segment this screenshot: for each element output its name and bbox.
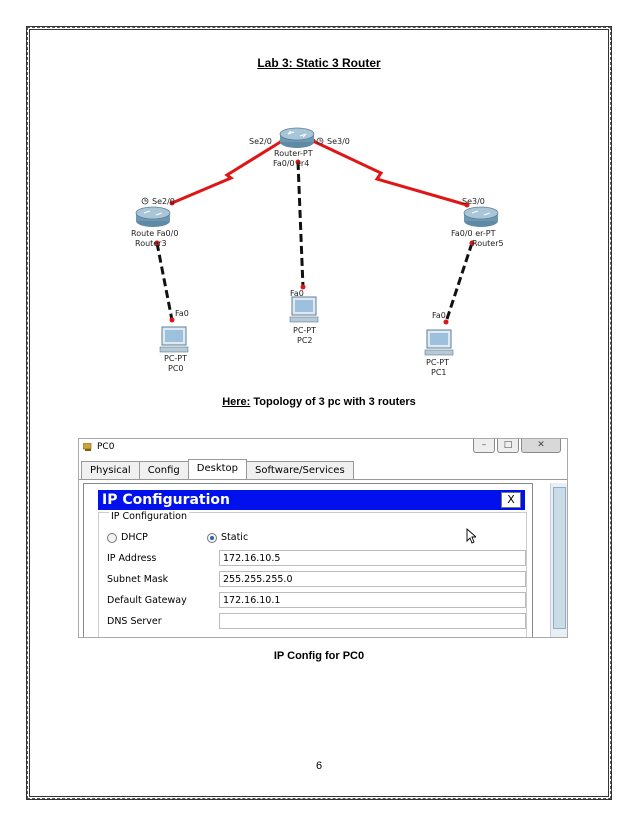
default-gateway-label: Default Gateway [107,595,187,606]
vertical-scrollbar[interactable] [550,483,567,637]
router4-type-label: Router-PT [274,149,313,158]
tab-divider [79,479,567,480]
router4-name-label: er4 [296,159,309,168]
dhcp-radio-icon[interactable] [107,532,117,543]
pc2-icon[interactable] [289,296,319,323]
pc0-name-label: PC0 [168,364,184,373]
static-radio-icon[interactable] [207,532,217,543]
ip-address-field[interactable]: 172.16.10.5 [219,550,526,566]
router4-icon[interactable] [279,127,315,148]
pc0-iface-label: Fa0 [175,309,189,318]
router5-label-2: Router5 [472,239,504,248]
router3-icon[interactable] [135,206,171,227]
r3-se-label: Se2/0 [152,197,175,206]
pc-window-icon [83,443,92,451]
clock-icons [141,137,324,205]
ip-config-caption: IP Config for PC0 [273,650,365,662]
tab-software-services[interactable]: Software/Services [246,461,354,480]
eth-link-r5-pc1 [444,242,474,323]
serial-link-r4-r5 [312,139,468,207]
pc1-type-label: PC-PT [426,358,449,367]
close-window-button[interactable]: ✕ [521,439,561,453]
pc0-type-label: PC-PT [164,354,187,363]
pc0-icon[interactable] [159,326,189,353]
window-title: PC0 [97,442,115,452]
router3-label-1: Route Fa0/0 [131,229,178,238]
ip-config-panel: IP Configuration X IP Configuration DHCP… [83,483,533,637]
ip-config-group: IP Configuration DHCP Static IP Address … [98,511,527,637]
scrollbar-thumb[interactable] [553,487,566,629]
eth-link-r3-pc0 [155,242,174,321]
network-topology: Se2/0 Se3/0 Router-PT Fa0/0 er4 Se2/0 Ro… [131,127,504,377]
r4-left-iface-label: Se2/0 [249,137,272,146]
static-label: Static [221,532,249,543]
caption-text: Topology of 3 pc with 3 routers [250,396,416,408]
tab-bar: Physical Config Desktop Software/Service… [81,459,354,480]
r5-se-label: Se3/0 [462,197,485,206]
subnet-mask-label: Subnet Mask [107,574,169,585]
pc1-icon[interactable] [424,329,454,356]
static-radio[interactable]: Static [207,532,248,543]
dns-server-field[interactable] [219,613,526,629]
router3-label-2: Router3 [135,239,167,248]
pc0-window: PC0 – □ ✕ Physical Config Desktop Softwa… [78,438,568,638]
serial-link-r4-r3 [171,139,283,205]
caption-prefix: Here: [222,396,251,408]
window-controls: – □ ✕ [473,439,561,453]
subnet-mask-field[interactable]: 255.255.255.0 [219,571,526,587]
pc2-iface-label: Fa0 [290,289,304,298]
pc2-type-label: PC-PT [293,326,316,335]
topology-caption: Here: Topology of 3 pc with 3 routers [0,396,638,408]
group-title: IP Configuration [109,511,189,522]
dns-server-label: DNS Server [107,616,162,627]
dhcp-label: DHCP [121,532,148,543]
ip-config-heading: IP Configuration [102,492,230,508]
ip-config-close-button[interactable]: X [501,492,521,508]
minimize-button[interactable]: – [473,439,495,453]
pc1-iface-label: Fa0 [432,311,446,320]
link-endpoints [154,138,475,325]
pc1-name-label: PC1 [431,368,447,377]
tab-desktop[interactable]: Desktop [187,459,248,480]
pc2-name-label: PC2 [297,336,313,345]
tab-physical[interactable]: Physical [81,461,140,480]
window-titlebar: PC0 – □ ✕ [79,439,567,463]
page-border [26,26,612,800]
router5-icon[interactable] [463,206,499,227]
dhcp-radio[interactable]: DHCP [107,532,148,543]
eth-link-r4-pc2 [296,161,305,288]
maximize-button[interactable]: □ [497,439,519,453]
router5-label-1: Fa0/0 er-PT [451,229,496,238]
default-gateway-field[interactable]: 172.16.10.1 [219,592,526,608]
router4-fa-label: Fa0/0 [273,159,295,168]
ip-config-header: IP Configuration X [98,490,525,510]
ip-address-label: IP Address [107,553,157,564]
r4-right-iface-label: Se3/0 [327,137,350,146]
page-number: 6 [315,760,323,772]
mouse-cursor-icon [466,528,476,544]
tab-config[interactable]: Config [138,461,189,480]
page-title: Lab 3: Static 3 Router [257,56,381,70]
